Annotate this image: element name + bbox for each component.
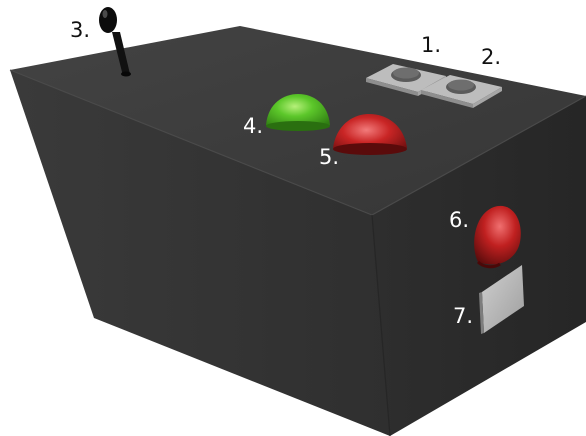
label-green-light: 4. [243,114,263,138]
side-plate-edge [479,292,484,334]
joystick-knob-highlight [102,10,108,18]
red-indicator-light-top [333,114,407,155]
green-indicator-light [266,94,330,131]
side-plate-face [482,265,524,333]
joystick-shaft [112,32,130,76]
green-light-dome [266,94,330,130]
button-2-cap-top [448,79,474,91]
push-button-2[interactable] [421,75,502,108]
label-button-1: 1. [421,33,441,57]
button-2-base-side [421,90,473,108]
label-joystick: 3. [70,18,90,42]
button-2-base-side-right [473,87,502,108]
box-edge-vertical [371,214,391,436]
label-side-plate: 7. [453,304,473,328]
label-red-light-top: 5. [319,145,339,169]
label-button-2: 2. [481,45,501,69]
green-light-rim [266,121,330,131]
side-plate [479,265,524,334]
button-1-base-side [366,78,418,96]
red-light-side-rim [476,260,501,269]
red-light-side-dome [474,205,521,265]
joystick[interactable] [99,7,131,77]
red-indicator-light-side [474,205,521,269]
box-side-face [372,96,586,436]
joystick-base [121,71,131,77]
box-front-face [10,70,390,436]
label-red-light-side: 6. [449,208,469,232]
red-light-top-rim [333,143,407,155]
button-1-cap-top [393,67,419,79]
joystick-knob [99,7,117,33]
